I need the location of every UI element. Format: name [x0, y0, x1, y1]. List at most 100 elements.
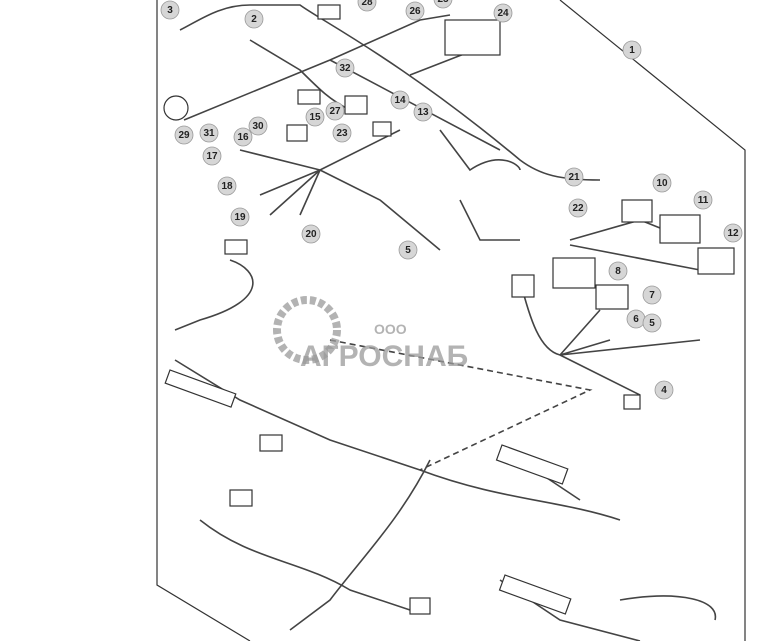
callout-13: 13: [413, 102, 433, 122]
callout-label: 13: [417, 107, 429, 118]
callout-circle: [652, 173, 672, 193]
callout-circle: [413, 102, 433, 122]
callout-circle: [493, 3, 513, 23]
connector-14: [372, 121, 392, 137]
callout-label: 32: [339, 63, 351, 74]
callout-circle: [217, 176, 237, 196]
callout-circle: [335, 58, 355, 78]
callout-label: 25: [437, 0, 449, 5]
connector-29: [163, 95, 189, 121]
callout-circle: [244, 9, 264, 29]
callout-circle: [398, 240, 418, 260]
callout-5: 5: [642, 313, 662, 333]
callout-circle: [199, 123, 219, 143]
callout-label: 29: [178, 130, 190, 141]
connector-11: [659, 214, 701, 244]
callout-label: 18: [221, 181, 233, 192]
callout-4: 4: [654, 380, 674, 400]
callout-label: 2: [251, 14, 257, 25]
callout-label: 6: [633, 314, 639, 325]
callout-circle: [233, 127, 253, 147]
callout-29: 29: [174, 125, 194, 145]
connector: [511, 274, 535, 298]
callout-circle: [564, 167, 584, 187]
watermark: ООО АГРОСНАБ: [273, 296, 468, 373]
callout-label: 30: [252, 121, 264, 132]
connector: [409, 597, 431, 615]
callout-label: 27: [329, 106, 341, 117]
connector: [259, 434, 283, 452]
connector-7: [595, 284, 629, 310]
callout-label: 23: [336, 128, 348, 139]
connector-4: [623, 394, 641, 410]
callout-circle: [305, 107, 325, 127]
connector-8: [552, 257, 596, 289]
watermark-line1: ООО: [374, 321, 407, 337]
callout-circle: [654, 380, 674, 400]
callout-circle: [357, 0, 377, 12]
callout-label: 24: [497, 8, 509, 19]
callout-2: 2: [244, 9, 264, 29]
callout-label: 10: [656, 178, 668, 189]
callout-circle: [433, 0, 453, 9]
callout-11: 11: [693, 190, 713, 210]
callout-label: 16: [237, 132, 249, 143]
callout-label: 26: [409, 6, 421, 17]
callout-7: 7: [642, 285, 662, 305]
callout-label: 17: [206, 151, 218, 162]
callout-label: 4: [661, 385, 667, 396]
callout-label: 21: [568, 172, 580, 183]
connector-12: [697, 247, 735, 275]
callout-circle: [642, 313, 662, 333]
callout-label: 22: [572, 203, 584, 214]
callout-27: 27: [325, 101, 345, 121]
connector-strip: [164, 369, 237, 408]
watermark-line2: АГРОСНАБ: [300, 340, 468, 373]
callout-circle: [693, 190, 713, 210]
callout-label: 7: [649, 290, 655, 301]
callout-31: 31: [199, 123, 219, 143]
callout-28: 28: [357, 0, 377, 12]
callout-15: 15: [305, 107, 325, 127]
callout-32: 32: [335, 58, 355, 78]
callout-8: 8: [608, 261, 628, 281]
connector-15: [286, 124, 308, 142]
callout-26: 26: [405, 1, 425, 21]
callout-circle: [202, 146, 222, 166]
callout-21: 21: [564, 167, 584, 187]
connector-24: [444, 19, 501, 56]
callout-circle: [174, 125, 194, 145]
callout-label: 15: [309, 112, 321, 123]
callout-circle: [622, 40, 642, 60]
callout-14: 14: [390, 90, 410, 110]
callout-circle: [160, 0, 180, 20]
callout-20: 20: [301, 224, 321, 244]
callout-label: 31: [203, 128, 215, 139]
frame: [156, 0, 746, 641]
callout-23: 23: [332, 123, 352, 143]
connector-strip: [495, 444, 569, 485]
callout-label: 19: [234, 212, 246, 223]
callout-circle: [723, 223, 743, 243]
callout-12: 12: [723, 223, 743, 243]
connector-28: [317, 4, 341, 20]
connector-strip: [498, 574, 572, 615]
connector-27: [297, 89, 321, 105]
callout-24: 24: [493, 3, 513, 23]
callout-circle: [248, 116, 268, 136]
callout-18: 18: [217, 176, 237, 196]
callout-circle: [608, 261, 628, 281]
callout-label: 3: [167, 5, 173, 16]
callout-label: 14: [394, 95, 406, 106]
callout-circle: [405, 1, 425, 21]
callout-label: 5: [649, 318, 655, 329]
callout-3: 3: [160, 0, 180, 20]
callout-1: 1: [622, 40, 642, 60]
callout-circle: [390, 90, 410, 110]
callout-5: 5: [398, 240, 418, 260]
callout-circle: [332, 123, 352, 143]
callout-19: 19: [230, 207, 250, 227]
callout-10: 10: [652, 173, 672, 193]
callout-22: 22: [568, 198, 588, 218]
